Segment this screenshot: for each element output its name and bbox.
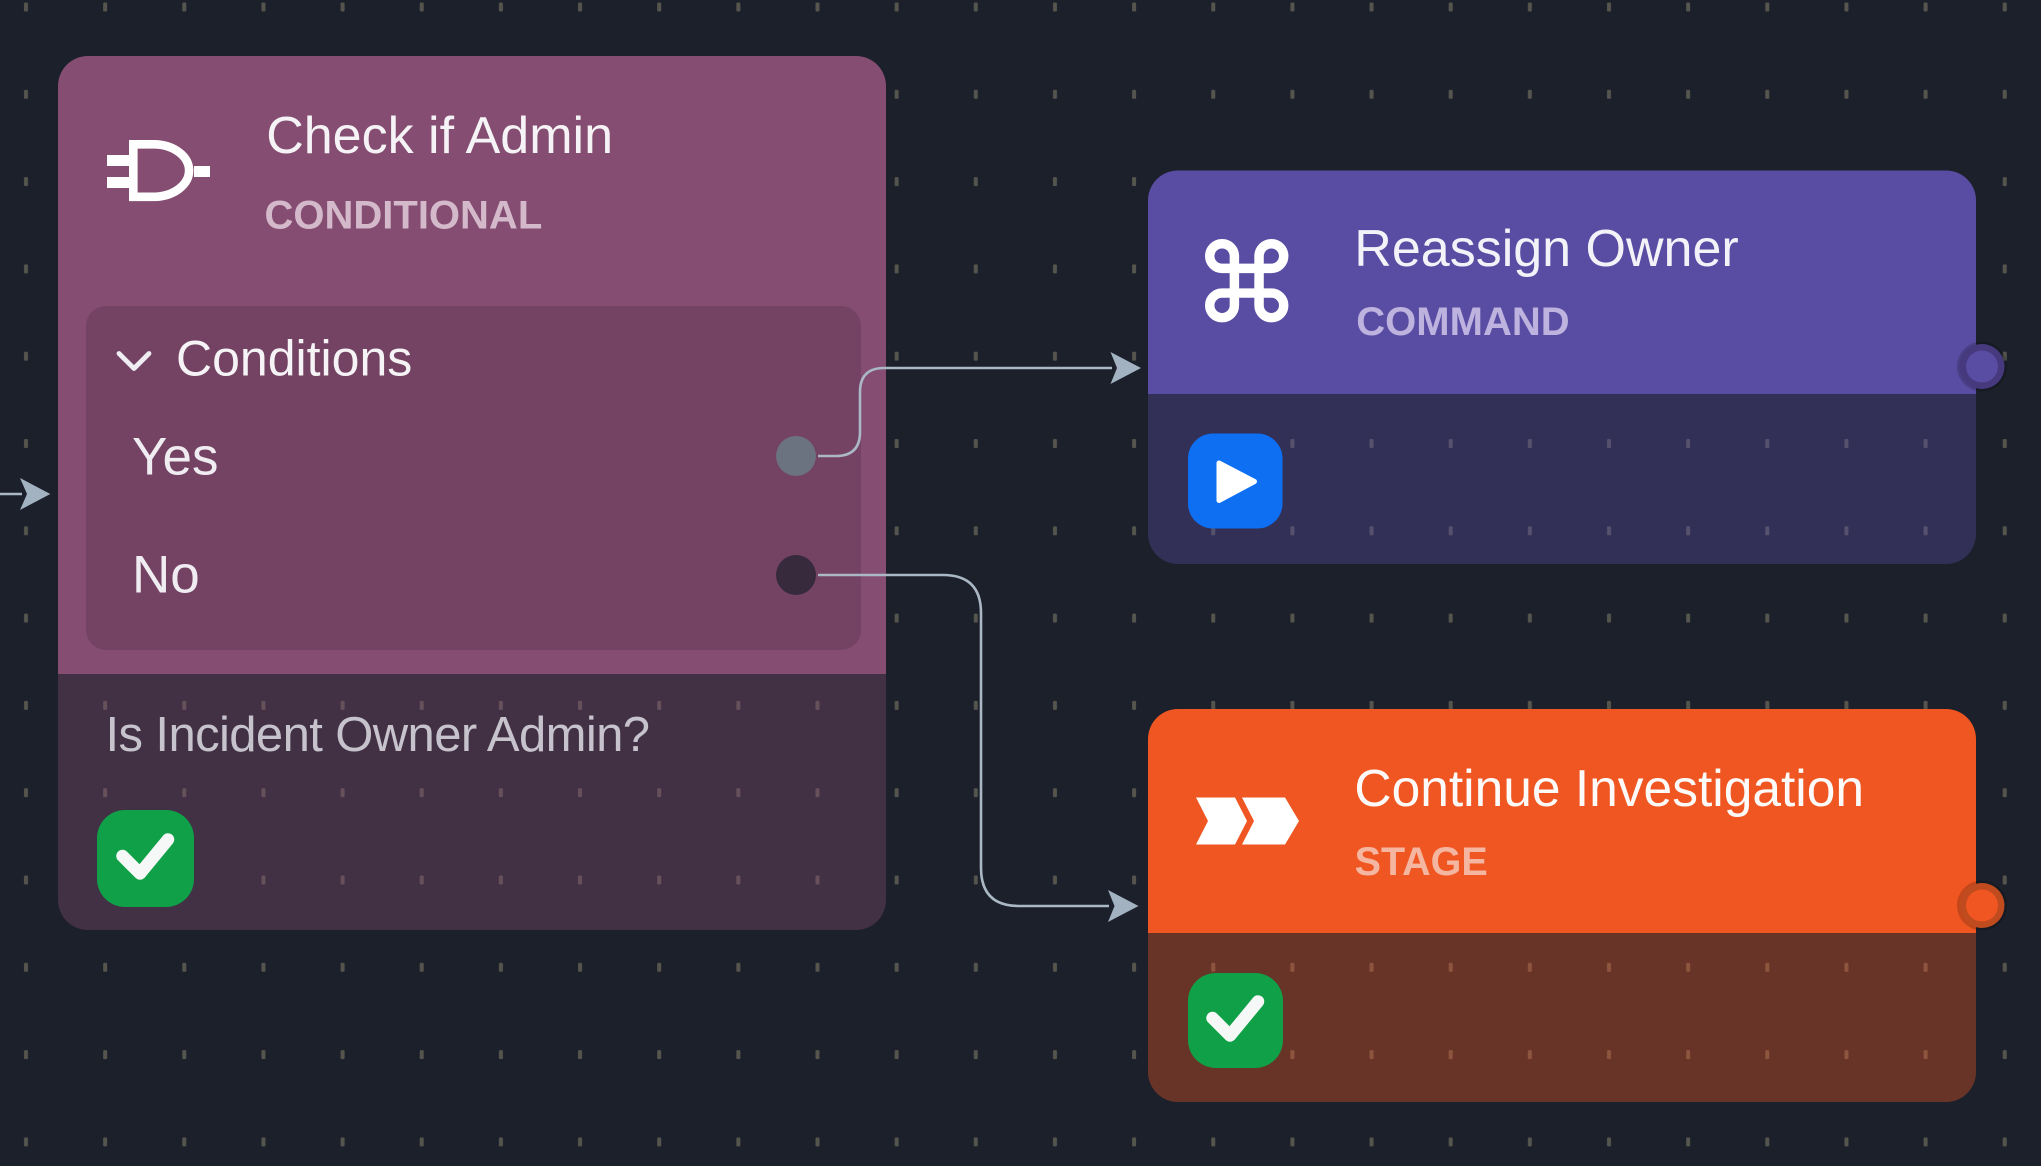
svg-text:Continue Investigation: Continue Investigation	[1354, 759, 1864, 817]
svg-text:COMMAND: COMMAND	[1356, 300, 1569, 344]
svg-text:Yes: Yes	[132, 428, 218, 487]
svg-text:No: No	[132, 546, 200, 605]
svg-text:STAGE: STAGE	[1355, 840, 1488, 884]
svg-text:CONDITIONAL: CONDITIONAL	[265, 193, 543, 237]
svg-text:Reassign Owner: Reassign Owner	[1354, 220, 1738, 278]
svg-text:Is Incident Owner Admin?: Is Incident Owner Admin?	[106, 708, 650, 762]
svg-text:Check if Admin: Check if Admin	[266, 107, 613, 165]
svg-text:Conditions: Conditions	[176, 330, 412, 386]
